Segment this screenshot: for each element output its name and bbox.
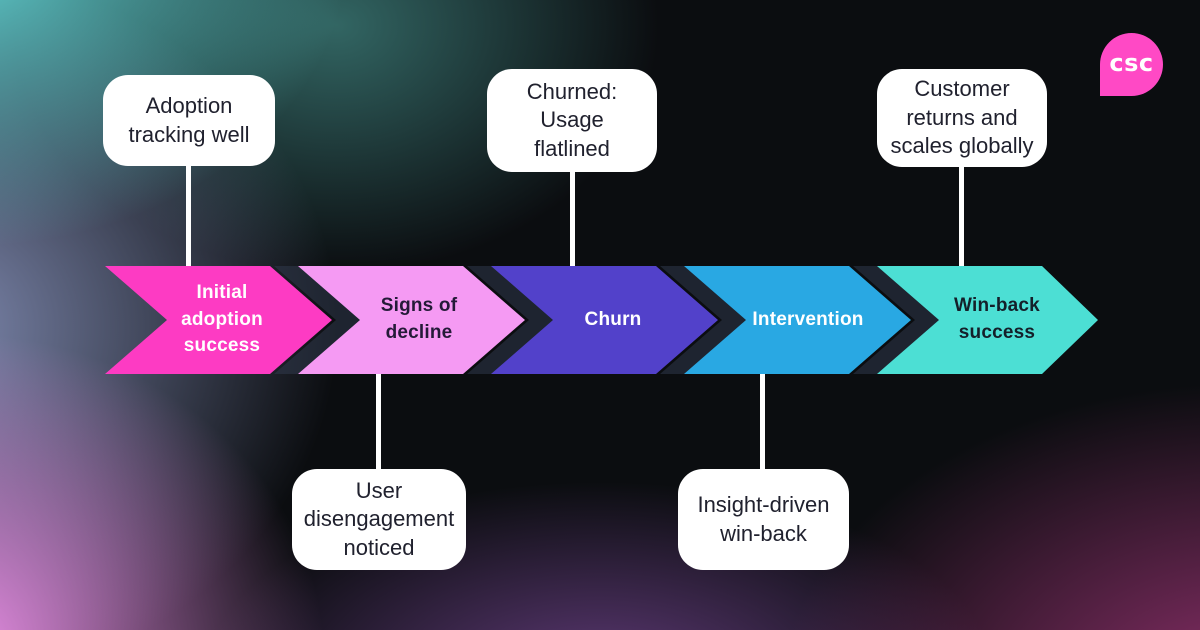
stage-label-line: Intervention xyxy=(752,308,864,330)
callout-line: noticed xyxy=(343,534,415,560)
callout-line: returns and xyxy=(906,104,1018,130)
stage-label-line: adoption xyxy=(181,308,263,330)
stage-arrow-churn xyxy=(491,266,718,374)
callout-customer-returns: Customer returns and scales globally xyxy=(877,69,1047,167)
callout-line: tracking well xyxy=(128,121,250,147)
callout-line: Adoption xyxy=(145,92,233,118)
connector-line xyxy=(959,162,964,270)
callout-churned-usage: Churned: Usage flatlined xyxy=(487,69,657,172)
callout-line: win-back xyxy=(720,520,807,546)
stage-label-line: success xyxy=(958,322,1036,343)
callout-user-disengagement: User disengagement noticed xyxy=(292,469,466,570)
stage-label-initial-adoption: Initial adoption success xyxy=(137,266,307,374)
connector-line xyxy=(760,370,765,474)
connector-line xyxy=(570,166,575,270)
callout-line: Usage xyxy=(540,107,604,133)
stage-label-line: Signs of xyxy=(380,295,458,317)
callout-line: Insight-driven xyxy=(697,491,830,517)
stage-label-line: Initial xyxy=(196,282,248,304)
stage-arrow-signs-of-decline xyxy=(298,266,525,374)
stage-label-line: decline xyxy=(385,322,453,343)
stage-label-line: success xyxy=(183,335,261,357)
stage-label-intervention: Intervention xyxy=(723,266,893,374)
callout-line: User xyxy=(355,477,403,503)
stage-arrow-initial-adoption xyxy=(105,266,332,374)
stage-label-signs-of-decline: Signs of decline xyxy=(334,266,504,374)
callout-insight-winback: Insight-driven win-back xyxy=(678,469,849,570)
callout-line: Churned: xyxy=(526,78,618,104)
stage-label-churn: Churn xyxy=(528,266,698,374)
csc-logo: csc xyxy=(1100,33,1163,96)
stage-arrow-winback-success xyxy=(877,266,1098,374)
stage-arrow-intervention xyxy=(684,266,911,374)
connector-line xyxy=(376,370,381,474)
callout-adoption-tracking: Adoption tracking well xyxy=(103,75,275,166)
callout-line: scales globally xyxy=(890,133,1034,159)
csc-logo-text: csc xyxy=(1109,48,1154,77)
callout-line: flatlined xyxy=(534,135,610,161)
connector-line xyxy=(186,160,191,270)
callout-line: Customer xyxy=(914,76,1010,102)
stage-label-line: Churn xyxy=(584,308,642,330)
stage-label-winback-success: Win-back success xyxy=(912,266,1082,374)
stage-label-line: Win-back xyxy=(954,295,1040,317)
callout-line: disengagement xyxy=(303,506,455,532)
